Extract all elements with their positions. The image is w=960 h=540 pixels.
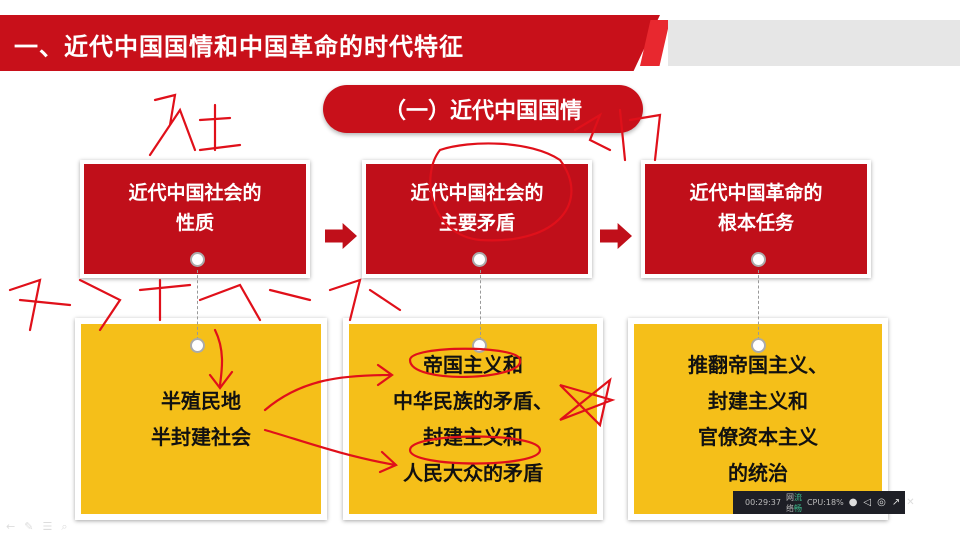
connector-dot	[190, 252, 205, 267]
body-line: 官僚资本主义	[698, 425, 818, 449]
zoom-icon[interactable]: ⌕	[61, 520, 68, 533]
body-line: 半封建社会	[151, 425, 251, 449]
header-box-task: 近代中国革命的根本任务	[641, 160, 871, 278]
close-icon[interactable]: ✕	[906, 497, 915, 508]
ink-circle	[429, 142, 573, 242]
ink-scribble	[573, 108, 662, 162]
slide-title: 一、近代中国国情和中国革命的时代特征	[14, 33, 464, 61]
header-line: 主要矛盾	[438, 212, 515, 234]
header-line: 根本任务	[717, 212, 794, 234]
subtitle-pill: （一）近代中国国情	[323, 85, 643, 133]
ink-arrow	[263, 363, 394, 412]
mic-icon[interactable]: ●	[848, 497, 858, 508]
title-gray-bar	[668, 20, 960, 66]
body-line: 封建主义和	[708, 389, 808, 413]
body-line: 推翻帝国主义、	[688, 353, 828, 377]
ink-scribble	[8, 278, 402, 332]
recorder-toolbar: 00:29:37 网络流畅 CPU:18% ● ◁ ◎ ↗ ✕	[733, 491, 915, 514]
body-line: 人民大众的矛盾	[403, 461, 543, 485]
network-status: 流畅	[793, 492, 802, 513]
cpu-usage: CPU:18%	[806, 498, 844, 507]
body-line: 帝国主义和	[423, 353, 523, 377]
connector-dot	[751, 338, 766, 353]
connector-line	[758, 270, 759, 340]
ink-circle	[408, 435, 542, 465]
connector-dot	[190, 338, 205, 353]
ink-scribble	[148, 93, 242, 157]
camera-icon[interactable]: ◎	[877, 497, 886, 508]
ink-arrow	[263, 428, 398, 474]
expand-icon[interactable]: ↗	[891, 497, 901, 508]
body-box-nature: 半殖民地半封建社会	[75, 318, 327, 520]
menu-icon[interactable]: ☰	[42, 520, 53, 533]
pen-icon[interactable]: ✎	[24, 520, 34, 533]
header-line: 性质	[175, 212, 214, 234]
body-line: 中华民族的矛盾、	[393, 389, 553, 413]
connector-dot	[751, 252, 766, 267]
header-line: 近代中国革命的	[689, 182, 823, 204]
ink-arrow	[208, 328, 234, 390]
speaker-icon[interactable]: ◁	[863, 497, 872, 508]
body-box-contradiction: 帝国主义和中华民族的矛盾、封建主义和人民大众的矛盾	[343, 318, 603, 520]
arrow-icon[interactable]: ←	[6, 520, 16, 533]
ink-star	[559, 377, 616, 428]
connector-line	[197, 270, 198, 340]
body-line: 半殖民地	[161, 389, 241, 413]
recording-time: 00:29:37	[745, 498, 781, 507]
body-line: 的统治	[728, 461, 788, 485]
title-bar	[0, 15, 660, 71]
header-line: 近代中国社会的	[128, 182, 262, 204]
slide-nav-tools: ← ✎ ☰ ⌕	[6, 520, 67, 534]
header-line: 近代中国社会的	[410, 182, 544, 204]
connector-dot	[472, 252, 487, 267]
connector-line	[480, 270, 481, 340]
ink-circle	[408, 347, 522, 379]
network-label: 网络	[785, 492, 794, 513]
